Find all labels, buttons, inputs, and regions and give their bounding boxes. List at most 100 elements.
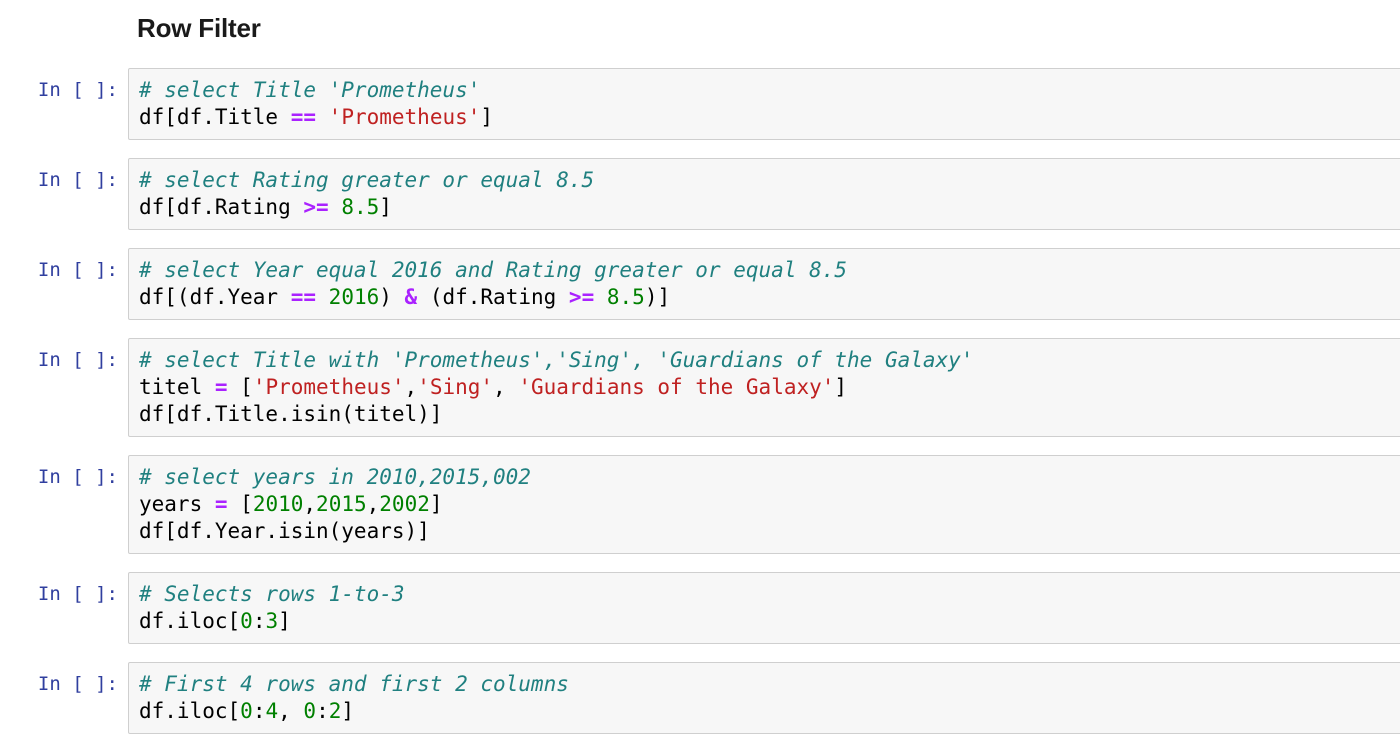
input-prompt: In [ ]: bbox=[37, 583, 118, 605]
code-line: titel = ['Prometheus','Sing', 'Guardians… bbox=[139, 374, 1392, 401]
code-token-operator: & bbox=[404, 285, 418, 309]
input-prompt: In [ ]: bbox=[37, 259, 118, 281]
code-token-comment: # select years in 2010,2015,002 bbox=[139, 465, 531, 489]
code-token-number: 4 bbox=[265, 699, 279, 723]
code-token-comment: # Selects rows 1-to-3 bbox=[139, 582, 405, 606]
code-token-number: 8.5 bbox=[341, 195, 380, 219]
input-prompt: In [ ]: bbox=[37, 349, 118, 371]
code-token-string: 'Guardians of the Galaxy' bbox=[518, 375, 835, 399]
code-token-code: : bbox=[316, 699, 329, 723]
code-line: # select Year equal 2016 and Rating grea… bbox=[139, 257, 1392, 284]
cell-row: In [ ]: # select Rating greater or equal … bbox=[0, 158, 1400, 230]
code-token-code bbox=[329, 195, 342, 219]
code-token-operator: = bbox=[214, 375, 228, 399]
code-token-number: 2002 bbox=[379, 492, 430, 516]
code-token-code: ] bbox=[341, 699, 355, 723]
code-token-code: , bbox=[303, 492, 317, 516]
code-token-code: ] bbox=[379, 195, 392, 219]
code-token-comment: # select Title 'Prometheus' bbox=[139, 78, 481, 102]
input-prompt: In [ ]: bbox=[37, 169, 118, 191]
code-line: # Selects rows 1-to-3 bbox=[139, 581, 1392, 608]
code-token-operator: == bbox=[290, 105, 317, 129]
cell-row: In [ ]: # First 4 rows and first 2 column… bbox=[0, 662, 1400, 734]
code-token-code: titel bbox=[139, 375, 215, 399]
cell-list: In [ ]:# select Title 'Prometheus'df[df.… bbox=[0, 68, 1400, 752]
code-token-number: 2016 bbox=[328, 285, 380, 309]
code-token-code: [ bbox=[227, 375, 253, 399]
code-token-operator: = bbox=[214, 492, 228, 516]
code-token-string: 'Prometheus' bbox=[328, 105, 481, 129]
notebook-heading: Row Filter bbox=[137, 13, 261, 43]
code-line: df[df.Title == 'Prometheus'] bbox=[139, 104, 1392, 131]
code-line: df[df.Year.isin(years)] bbox=[139, 518, 1392, 545]
code-token-operator: >= bbox=[568, 285, 595, 309]
code-line: df.iloc[0:4, 0:2] bbox=[139, 698, 1392, 725]
code-token-code: df.iloc[ bbox=[139, 699, 241, 723]
code-token-string: 'Sing' bbox=[417, 375, 494, 399]
code-line: # First 4 rows and first 2 columns bbox=[139, 671, 1392, 698]
code-token-code: , bbox=[404, 375, 418, 399]
code-token-code: df[df.Title.isin(titel)] bbox=[139, 402, 443, 426]
input-prompt: In [ ]: bbox=[37, 673, 118, 695]
code-token-number: 2 bbox=[328, 699, 342, 723]
cell-row: In [ ]: # select Year equal 2016 and Rati… bbox=[0, 248, 1400, 320]
code-line: df.iloc[0:3] bbox=[139, 608, 1392, 635]
code-token-operator: == bbox=[290, 285, 317, 309]
code-token-code: ] bbox=[834, 375, 848, 399]
code-token-code: df[(df.Year bbox=[139, 285, 291, 309]
code-token-code: (df.Rating bbox=[417, 285, 569, 309]
code-token-code: : bbox=[252, 699, 266, 723]
cell-row: In [ ]: # select Title with 'Prometheus',… bbox=[0, 338, 1400, 437]
code-line: # select Rating greater or equal 8.5 bbox=[139, 167, 1392, 194]
code-line: df[df.Title.isin(titel)] bbox=[139, 401, 1392, 428]
code-token-string: 'Prometheus' bbox=[252, 375, 405, 399]
code-token-code: )] bbox=[644, 285, 671, 309]
code-token-code: ] bbox=[429, 492, 443, 516]
notebook: Row Filter In [ ]: # select Title 'Promet… bbox=[0, 13, 1400, 752]
code-token-code: , bbox=[366, 492, 380, 516]
code-token-operator: >= bbox=[303, 195, 329, 219]
code-token-comment: # select Title with 'Prometheus','Sing',… bbox=[139, 348, 974, 372]
code-cell[interactable]: # select Title with 'Prometheus','Sing',… bbox=[128, 338, 1400, 437]
code-token-code: : bbox=[252, 609, 266, 633]
code-line: # select Title with 'Prometheus','Sing',… bbox=[139, 347, 1392, 374]
code-token-number: 0 bbox=[240, 609, 253, 633]
code-token-number: 0 bbox=[240, 699, 253, 723]
code-token-code: df[df.Title bbox=[139, 105, 291, 129]
code-token-number: 0 bbox=[303, 699, 317, 723]
code-token-code: [ bbox=[227, 492, 253, 516]
input-prompt: In [ ]: bbox=[37, 466, 118, 488]
input-prompt: In [ ]: bbox=[37, 79, 118, 101]
code-cell[interactable]: # select Year equal 2016 and Rating grea… bbox=[128, 248, 1400, 320]
code-token-code: ] bbox=[480, 105, 494, 129]
code-token-code: , bbox=[493, 375, 519, 399]
code-token-code: , bbox=[278, 699, 304, 723]
code-token-code: df[df.Year.isin(years)] bbox=[139, 519, 430, 543]
code-token-number: 2010 bbox=[252, 492, 304, 516]
code-token-code: years bbox=[139, 492, 215, 516]
code-token-comment: # select Rating greater or equal 8.5 bbox=[139, 168, 595, 192]
code-token-comment: # First 4 rows and first 2 columns bbox=[139, 672, 569, 696]
code-token-number: 2015 bbox=[316, 492, 367, 516]
code-line: # select Title 'Prometheus' bbox=[139, 77, 1392, 104]
code-token-code bbox=[316, 285, 329, 309]
code-token-code bbox=[594, 285, 607, 309]
code-token-code bbox=[316, 105, 329, 129]
code-token-code: df[df.Rating bbox=[139, 195, 304, 219]
code-cell[interactable]: # select Title 'Prometheus'df[df.Title =… bbox=[128, 68, 1400, 140]
code-token-number: 3 bbox=[265, 609, 279, 633]
code-line: years = [2010,2015,2002] bbox=[139, 491, 1392, 518]
code-token-number: 8.5 bbox=[606, 285, 645, 309]
code-token-code: ] bbox=[278, 609, 291, 633]
code-token-code: ) bbox=[379, 285, 405, 309]
code-token-code: df.iloc[ bbox=[139, 609, 241, 633]
cell-row: In [ ]:# select Title 'Prometheus'df[df.… bbox=[0, 68, 1400, 140]
code-token-comment: # select Year equal 2016 and Rating grea… bbox=[139, 258, 848, 282]
code-line: df[df.Rating >= 8.5] bbox=[139, 194, 1392, 221]
